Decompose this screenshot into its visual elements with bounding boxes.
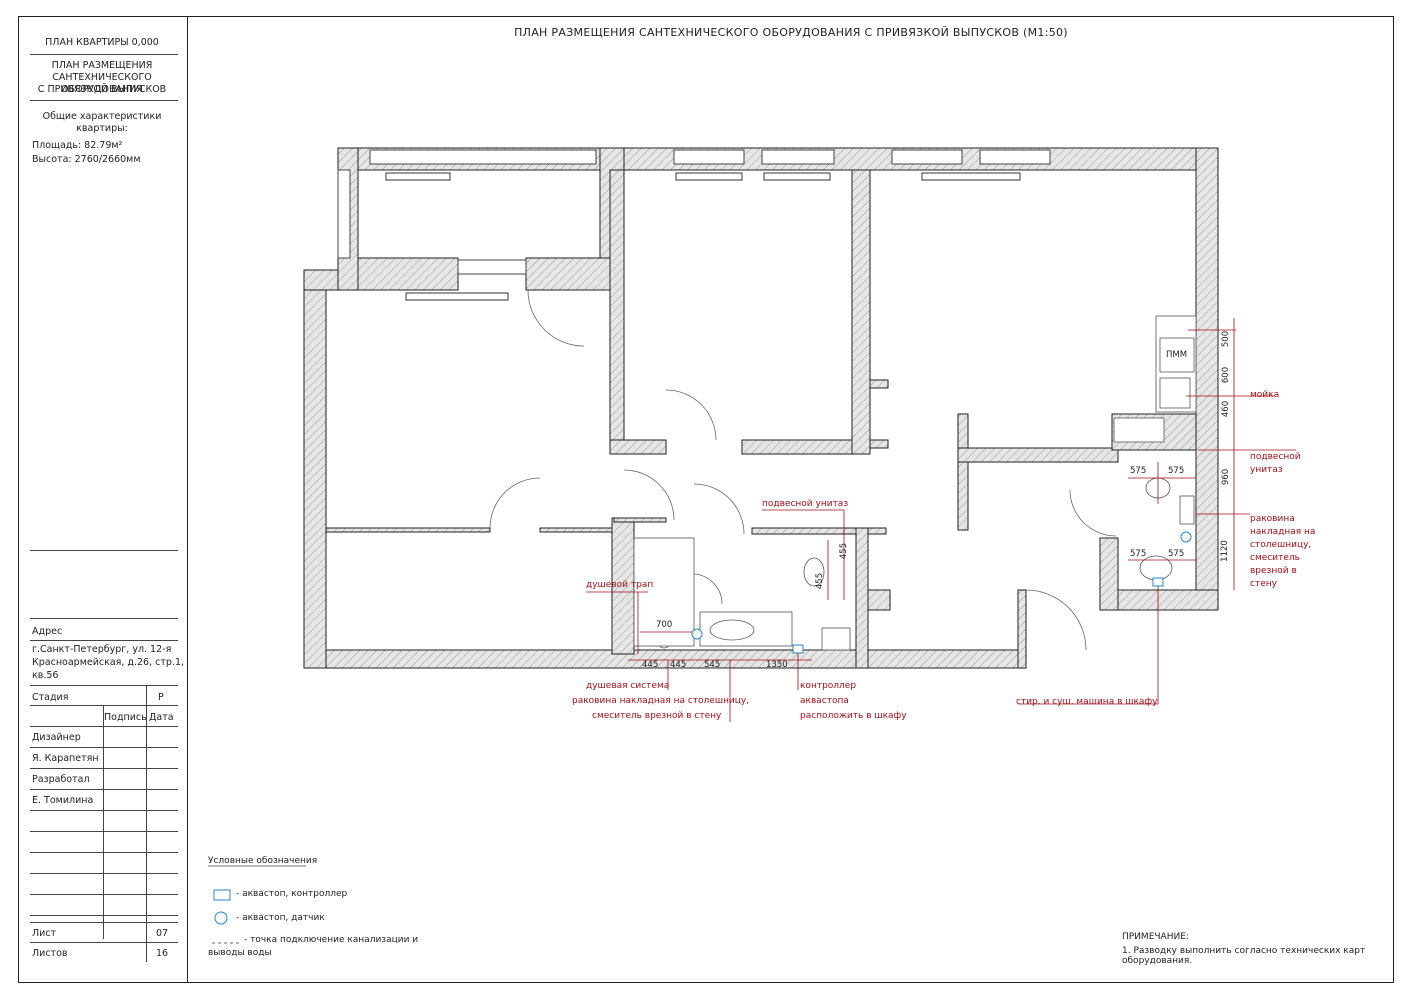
- shower-drain-label: душевой трап: [586, 580, 654, 590]
- date-column-header: Дата: [149, 712, 174, 723]
- divider: [30, 705, 178, 706]
- designer-label: Дизайнер: [32, 732, 81, 743]
- dimension-445-a: 445: [642, 660, 659, 670]
- stage-label: Стадия: [32, 692, 69, 703]
- wall-toilet-2-line-1: подвесной: [1250, 452, 1301, 462]
- note-text: 1. Разводку выполнить согласно техническ…: [1122, 946, 1366, 966]
- divider: [30, 54, 178, 55]
- dishwasher-label: ПММ: [1166, 350, 1188, 360]
- divider: [30, 100, 178, 101]
- controller-label-line-3: расположить в шкафу: [800, 711, 907, 721]
- sink-2-line-2: накладная на: [1250, 527, 1316, 537]
- dimension-445-b: 445: [670, 660, 687, 670]
- washer-label: стир. и суш. машина в шкафу: [1016, 697, 1158, 707]
- controller-label-line-1: контроллер: [800, 681, 857, 691]
- divider: [30, 747, 178, 748]
- divider: [30, 873, 178, 874]
- drawing-title: ПЛАН РАЗМЕЩЕНИЯ САНТЕХНИЧЕСКОГО ОБОРУДОВ…: [514, 26, 1068, 39]
- sink-2-line-4: смеситель: [1250, 553, 1300, 563]
- wall-toilet-2-line-2: унитаз: [1250, 465, 1283, 475]
- sink-label-line-1: раковина накладная на столешницу,: [572, 696, 750, 706]
- dimension-575-c: 575: [1130, 549, 1147, 559]
- water-markers: [691, 531, 1192, 654]
- divider: [146, 685, 147, 705]
- designer-name: Я. Карапетян: [32, 753, 99, 764]
- sheet-number: 07: [156, 928, 169, 939]
- sink-2-line-5: врезной в: [1250, 566, 1297, 576]
- sheets-label: Листов: [32, 948, 68, 959]
- divider: [30, 942, 178, 943]
- door-swings: [489, 289, 1117, 651]
- legend-symbols: [208, 865, 306, 944]
- divider: [30, 810, 178, 811]
- controller-label-line-2: аквастопа: [800, 696, 849, 706]
- dimension-575-b: 575: [1168, 466, 1185, 476]
- general-characteristics-subtitle: квартиры:: [76, 123, 128, 134]
- legend-item-drain-line-2: выводы воды: [208, 948, 272, 958]
- dimension-545: 545: [704, 660, 721, 670]
- radiators: [385, 172, 1021, 301]
- stage-value: Р: [158, 692, 164, 703]
- dimension-700: 700: [656, 620, 673, 630]
- kitchen-unit: [1113, 315, 1197, 443]
- divider: [30, 768, 178, 769]
- annotation-lines: [586, 318, 1296, 722]
- sink-2-line-3: столешницу,: [1250, 540, 1312, 550]
- legend-item-sensor: - аквастоп, датчик: [236, 913, 325, 923]
- divider: [30, 685, 178, 686]
- divider: [30, 852, 178, 853]
- note-title: ПРИМЕЧАНИЕ:: [1122, 932, 1189, 942]
- bathroom-fixtures: [633, 477, 1195, 651]
- legend-title: Условные обозначения: [208, 856, 318, 866]
- divider: [30, 726, 178, 727]
- wall-toilet-label: подвесной унитаз: [762, 499, 849, 509]
- drawing-frame: [18, 16, 1394, 983]
- windows: [337, 149, 1051, 275]
- developer-label: Разработал: [32, 774, 90, 785]
- general-characteristics-title: Общие характеристики: [42, 111, 162, 122]
- divider: [30, 831, 178, 832]
- dimension-1350: 1350: [766, 660, 788, 670]
- divider: [103, 705, 104, 939]
- address-line-1: г.Санкт-Петербург, ул. 12-я: [32, 644, 172, 655]
- plan-name-line-1: ПЛАН РАЗМЕЩЕНИЯ: [51, 60, 153, 71]
- divider: [30, 922, 178, 923]
- address-line-2: Красноармейская, д.26, стр.1,: [32, 657, 185, 668]
- sink-label-line-2: смеситель врезной в стену: [592, 711, 722, 721]
- sink-2-line-1: раковина: [1250, 514, 1295, 524]
- divider: [30, 894, 178, 895]
- signature-column-header: Подпись: [104, 712, 147, 723]
- shower-system-label: душевая система: [586, 681, 670, 691]
- plan-level: ПЛАН КВАРТИРЫ 0,000: [45, 37, 159, 48]
- sink-2-line-6: стену: [1250, 579, 1277, 589]
- divider: [146, 705, 147, 939]
- apartment-area: Площадь: 82.79м²: [32, 140, 123, 151]
- developer-name: Е. Томилина: [32, 795, 94, 806]
- address-line-3: кв.56: [32, 670, 59, 681]
- address-label: Адрес: [32, 626, 63, 637]
- divider: [146, 922, 147, 962]
- divider: [30, 789, 178, 790]
- dimension-575-a: 575: [1130, 466, 1147, 476]
- kitchen-sink-label: мойка: [1250, 390, 1280, 400]
- divider: [30, 618, 178, 619]
- plan-name-line-3: С ПРИВЯЗКОЙ ВЫПУСКОВ: [37, 84, 167, 95]
- sheets-total: 16: [156, 948, 169, 959]
- divider: [30, 550, 178, 551]
- legend-item-drain-line-1: - точка подключение канализации и: [244, 935, 419, 945]
- divider: [30, 640, 178, 641]
- divider: [30, 915, 178, 916]
- plan-name-line-2: САНТЕХНИЧЕСКОГО ОБОРУДОВАНИЯ: [52, 72, 152, 95]
- title-block-sidebar: ПЛАН КВАРТИРЫ 0,000 ПЛАН РАЗМЕЩЕНИЯ САНТ…: [18, 16, 188, 983]
- dimension-575-d: 575: [1168, 549, 1185, 559]
- sheet-label: Лист: [32, 928, 57, 939]
- apartment-height: Высота: 2760/2660мм: [32, 154, 141, 165]
- legend-item-controller: - аквастоп, контроллер: [236, 889, 348, 899]
